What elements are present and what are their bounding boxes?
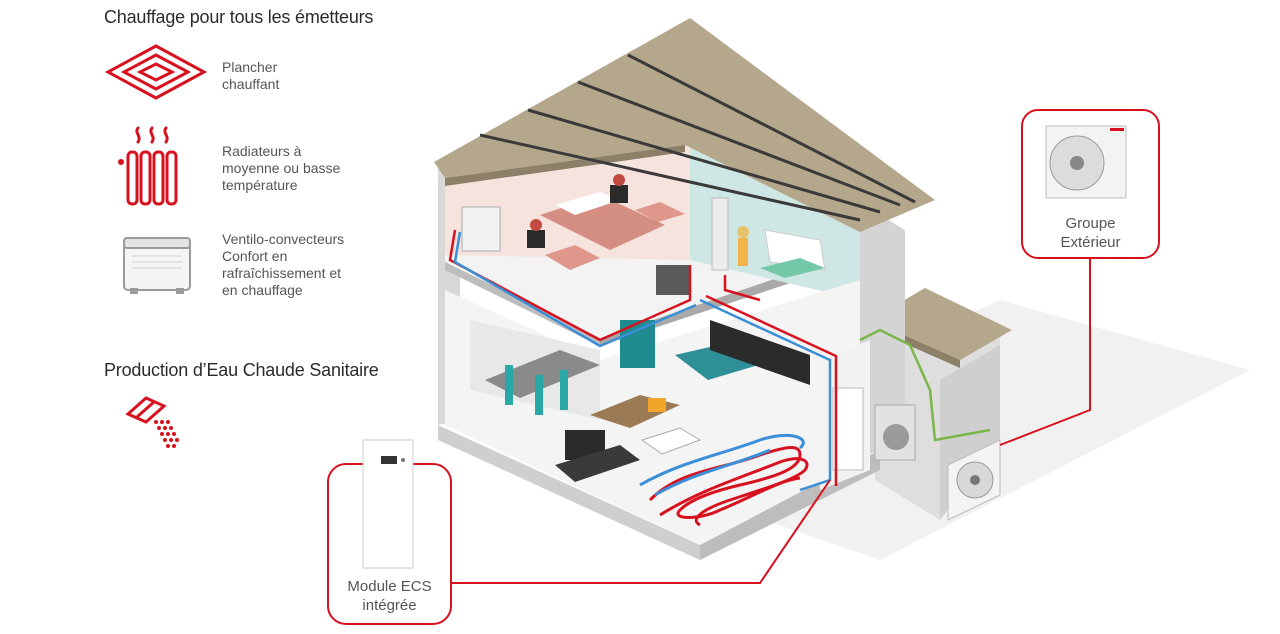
roof — [434, 18, 935, 232]
heating-pipes — [448, 229, 991, 492]
hot-water-shower-icon — [125, 396, 179, 448]
underfloor-heating-icon — [104, 44, 208, 100]
ground-floor — [445, 280, 860, 545]
legend-label-fan-coil: Ventilo-convecteurs Confort en rafraîchi… — [222, 231, 345, 298]
callout-leaders — [451, 258, 1091, 584]
hot-water-title: Production d’Eau Chaude Sanitaire — [104, 360, 379, 380]
outdoor-unit-image — [1045, 125, 1127, 199]
utility-room — [820, 340, 916, 490]
bathroom — [690, 140, 860, 300]
outdoor-unit-label: Groupe Extérieur — [1060, 215, 1121, 251]
outdoor-unit-small — [947, 439, 1001, 521]
underfloor-heating-coils — [639, 433, 809, 527]
emitters-title: Chauffage pour tous les émetteurs — [104, 7, 374, 27]
fan-coil-icon — [123, 237, 191, 294]
legend-label-underfloor: Plancher chauffant — [222, 59, 280, 92]
legend-label-radiator: Radiateurs à moyenne ou basse températur… — [222, 143, 341, 193]
ecs-module-image — [362, 439, 414, 569]
ecs-module-label: Module ECS intégrée — [347, 578, 432, 614]
radiator-icon — [118, 126, 178, 206]
